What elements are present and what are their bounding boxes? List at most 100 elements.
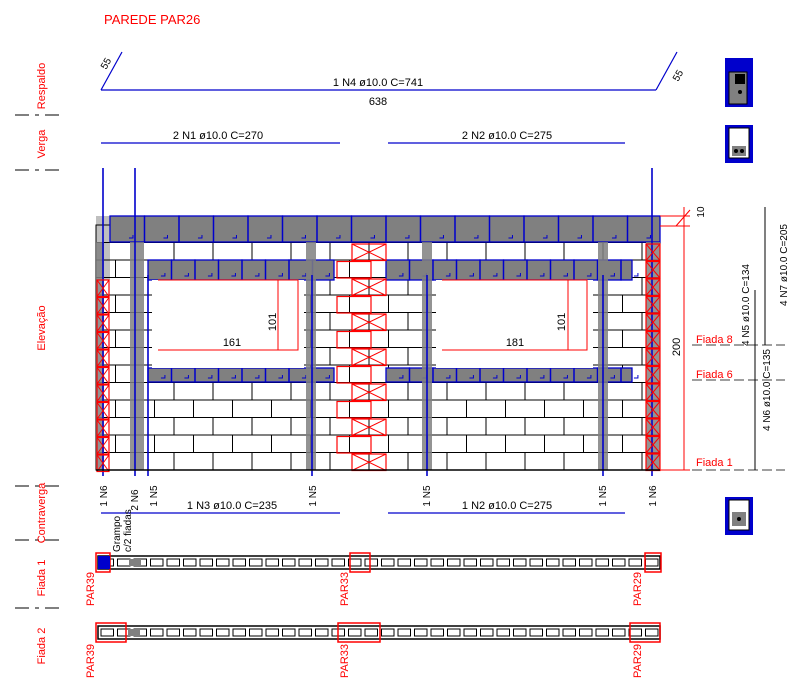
masonry-block	[173, 382, 214, 401]
masonry-block	[563, 417, 604, 436]
section-respaldo-icon	[725, 58, 753, 107]
pier-block	[351, 418, 387, 437]
plan-cell	[480, 628, 494, 637]
red-block	[96, 331, 110, 350]
stirrup-mark	[439, 235, 444, 239]
plan-cell	[364, 628, 378, 637]
pier-block	[351, 348, 387, 367]
pier-diag	[351, 383, 387, 401]
label-fiada1: Fiada 1	[36, 560, 48, 597]
label-elevacao: Elevação	[36, 305, 48, 350]
masonry-block	[329, 277, 370, 296]
masonry-block	[154, 434, 194, 453]
grouted-cell	[646, 242, 660, 470]
plan-cell	[381, 628, 395, 637]
red-block	[96, 454, 110, 473]
plan-cell	[463, 558, 477, 567]
plan-cell	[562, 628, 576, 637]
red-diag	[645, 313, 661, 331]
masonry-block	[563, 242, 604, 261]
plan-cell	[529, 558, 543, 567]
red-diag	[645, 418, 661, 436]
pier-diag	[351, 278, 387, 296]
respaldo-length-label: 638	[369, 96, 387, 108]
stirrup-mark	[197, 235, 203, 239]
grampo-sub-label: c/2 fiadas	[123, 509, 134, 552]
red-block	[645, 278, 661, 297]
stirrup-mark	[278, 375, 283, 379]
red-block	[96, 366, 110, 385]
red-diag	[96, 297, 110, 315]
red-diag	[96, 367, 110, 385]
masonry-block	[329, 312, 370, 331]
masonry-block	[524, 417, 565, 436]
masonry-block	[212, 417, 253, 436]
pier-block	[336, 365, 372, 384]
masonry-block	[329, 382, 370, 401]
fiada6-label: Fiada 6	[696, 369, 733, 381]
bottom-bar-label: 1 N5	[422, 485, 433, 507]
masonry-block	[232, 434, 272, 453]
masonry-block	[602, 382, 643, 401]
plan1-label-par39: PAR39	[85, 572, 97, 606]
masonry-block	[446, 417, 487, 436]
masonry-block	[349, 294, 389, 313]
plan-cell	[546, 628, 560, 637]
stirrup-mark	[445, 375, 451, 379]
masonry-block	[310, 329, 350, 348]
plan-cell	[282, 558, 296, 567]
red-block	[645, 330, 661, 349]
stirrup-mark	[232, 235, 237, 239]
masonry-block	[602, 347, 643, 366]
stirrup-mark	[577, 235, 582, 239]
plan-cell	[166, 628, 180, 637]
red-block	[645, 435, 661, 454]
plan-cell	[100, 628, 114, 637]
verga-right-bar-label: 2 N2 ø10.0 C=275	[462, 130, 552, 142]
stirrup-mark	[398, 273, 404, 277]
red-diag	[645, 261, 661, 279]
stirrup-mark	[325, 273, 330, 277]
red-block	[96, 349, 110, 368]
plan-cell	[216, 628, 230, 637]
masonry-block	[602, 417, 643, 436]
stirrup-mark	[160, 273, 166, 277]
pier-diag	[351, 243, 387, 261]
plan-cell	[579, 628, 593, 637]
masonry-block	[446, 242, 487, 261]
plan-cell	[216, 558, 230, 567]
pier-block	[336, 330, 372, 349]
plan-cell	[447, 558, 461, 567]
stirrup-mark	[445, 273, 451, 277]
pier-block	[336, 295, 372, 314]
grampo-label: Grampo	[112, 515, 123, 552]
opening-left-width: 161	[223, 337, 241, 349]
red-block	[96, 419, 110, 438]
plan-cell	[447, 628, 461, 637]
red-diag	[645, 331, 661, 349]
plan-fiada-1	[95, 552, 662, 573]
stirrup-mark	[325, 375, 330, 379]
stirrup-mark	[335, 235, 341, 239]
stirrup-mark	[370, 235, 375, 239]
stirrup-mark	[163, 235, 168, 239]
label-contraverga: Contraverga	[36, 482, 48, 543]
masonry-block	[232, 399, 272, 418]
plan-cell	[414, 558, 428, 567]
masonry-block	[193, 399, 233, 418]
label-respaldo: Respaldo	[36, 63, 48, 109]
plan2-label-par29: PAR29	[632, 644, 644, 678]
masonry-block	[349, 329, 389, 348]
masonry-block	[427, 434, 467, 453]
plan-cell	[298, 628, 312, 637]
plan-cell	[595, 628, 609, 637]
stirrup-mark	[508, 235, 513, 239]
stirrup-mark	[231, 273, 236, 277]
pier-block	[336, 260, 372, 279]
plan-cell	[546, 558, 560, 567]
plan-red-unit	[629, 622, 661, 643]
red-diag	[96, 454, 110, 472]
masonry-block	[485, 242, 526, 261]
masonry-block	[368, 242, 409, 261]
